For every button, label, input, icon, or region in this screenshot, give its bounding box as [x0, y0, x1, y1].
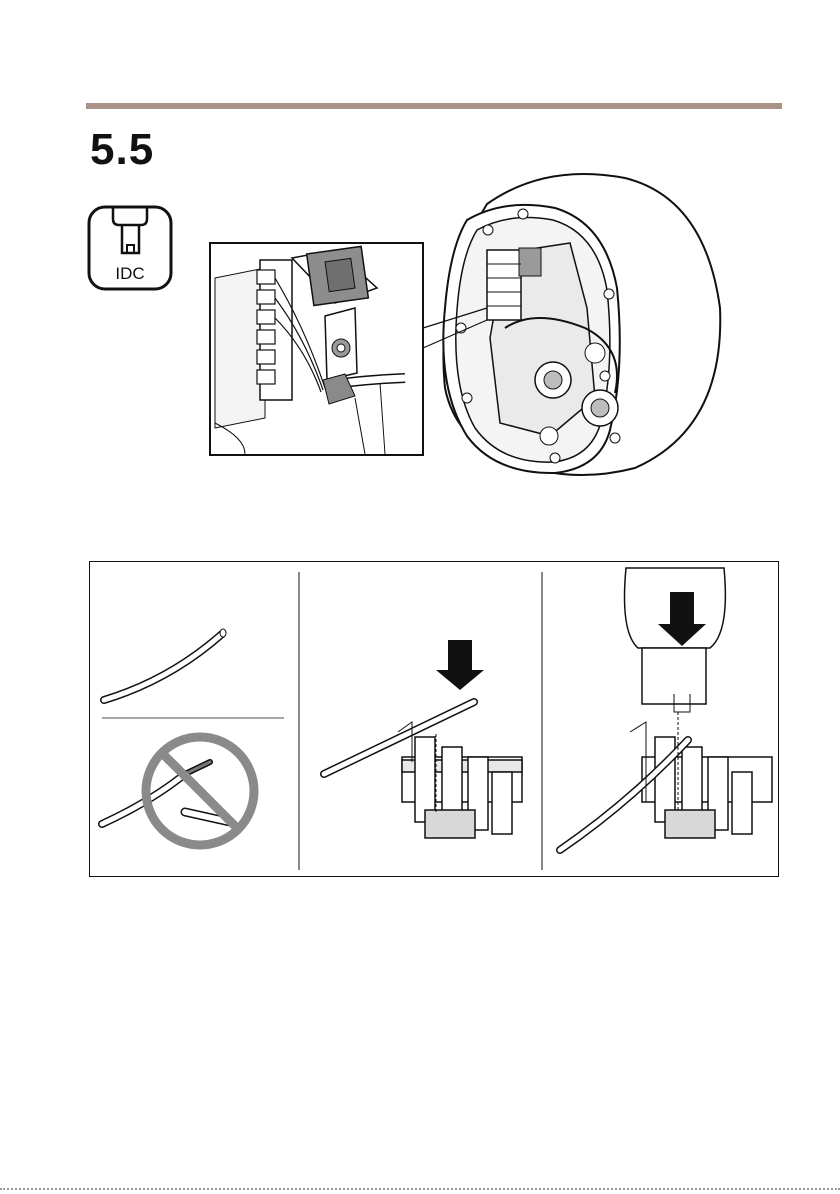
stripped-wire-prohibited: [102, 762, 230, 824]
wire-insert-illustration: [324, 640, 522, 838]
idc-icon-label: IDC: [115, 264, 144, 283]
idc-tool-icon: IDC: [87, 205, 173, 291]
section-number: 5.5: [90, 128, 154, 172]
correct-wire-illustration: [104, 629, 226, 700]
page-bottom-edge: [0, 1188, 840, 1194]
junction-box-illustration: [205, 168, 745, 483]
idc-tool-press-illustration: [560, 568, 772, 850]
idc-instruction-panel: [89, 561, 779, 877]
down-arrow-icon: [436, 640, 484, 690]
section-header-rule: [86, 103, 782, 109]
